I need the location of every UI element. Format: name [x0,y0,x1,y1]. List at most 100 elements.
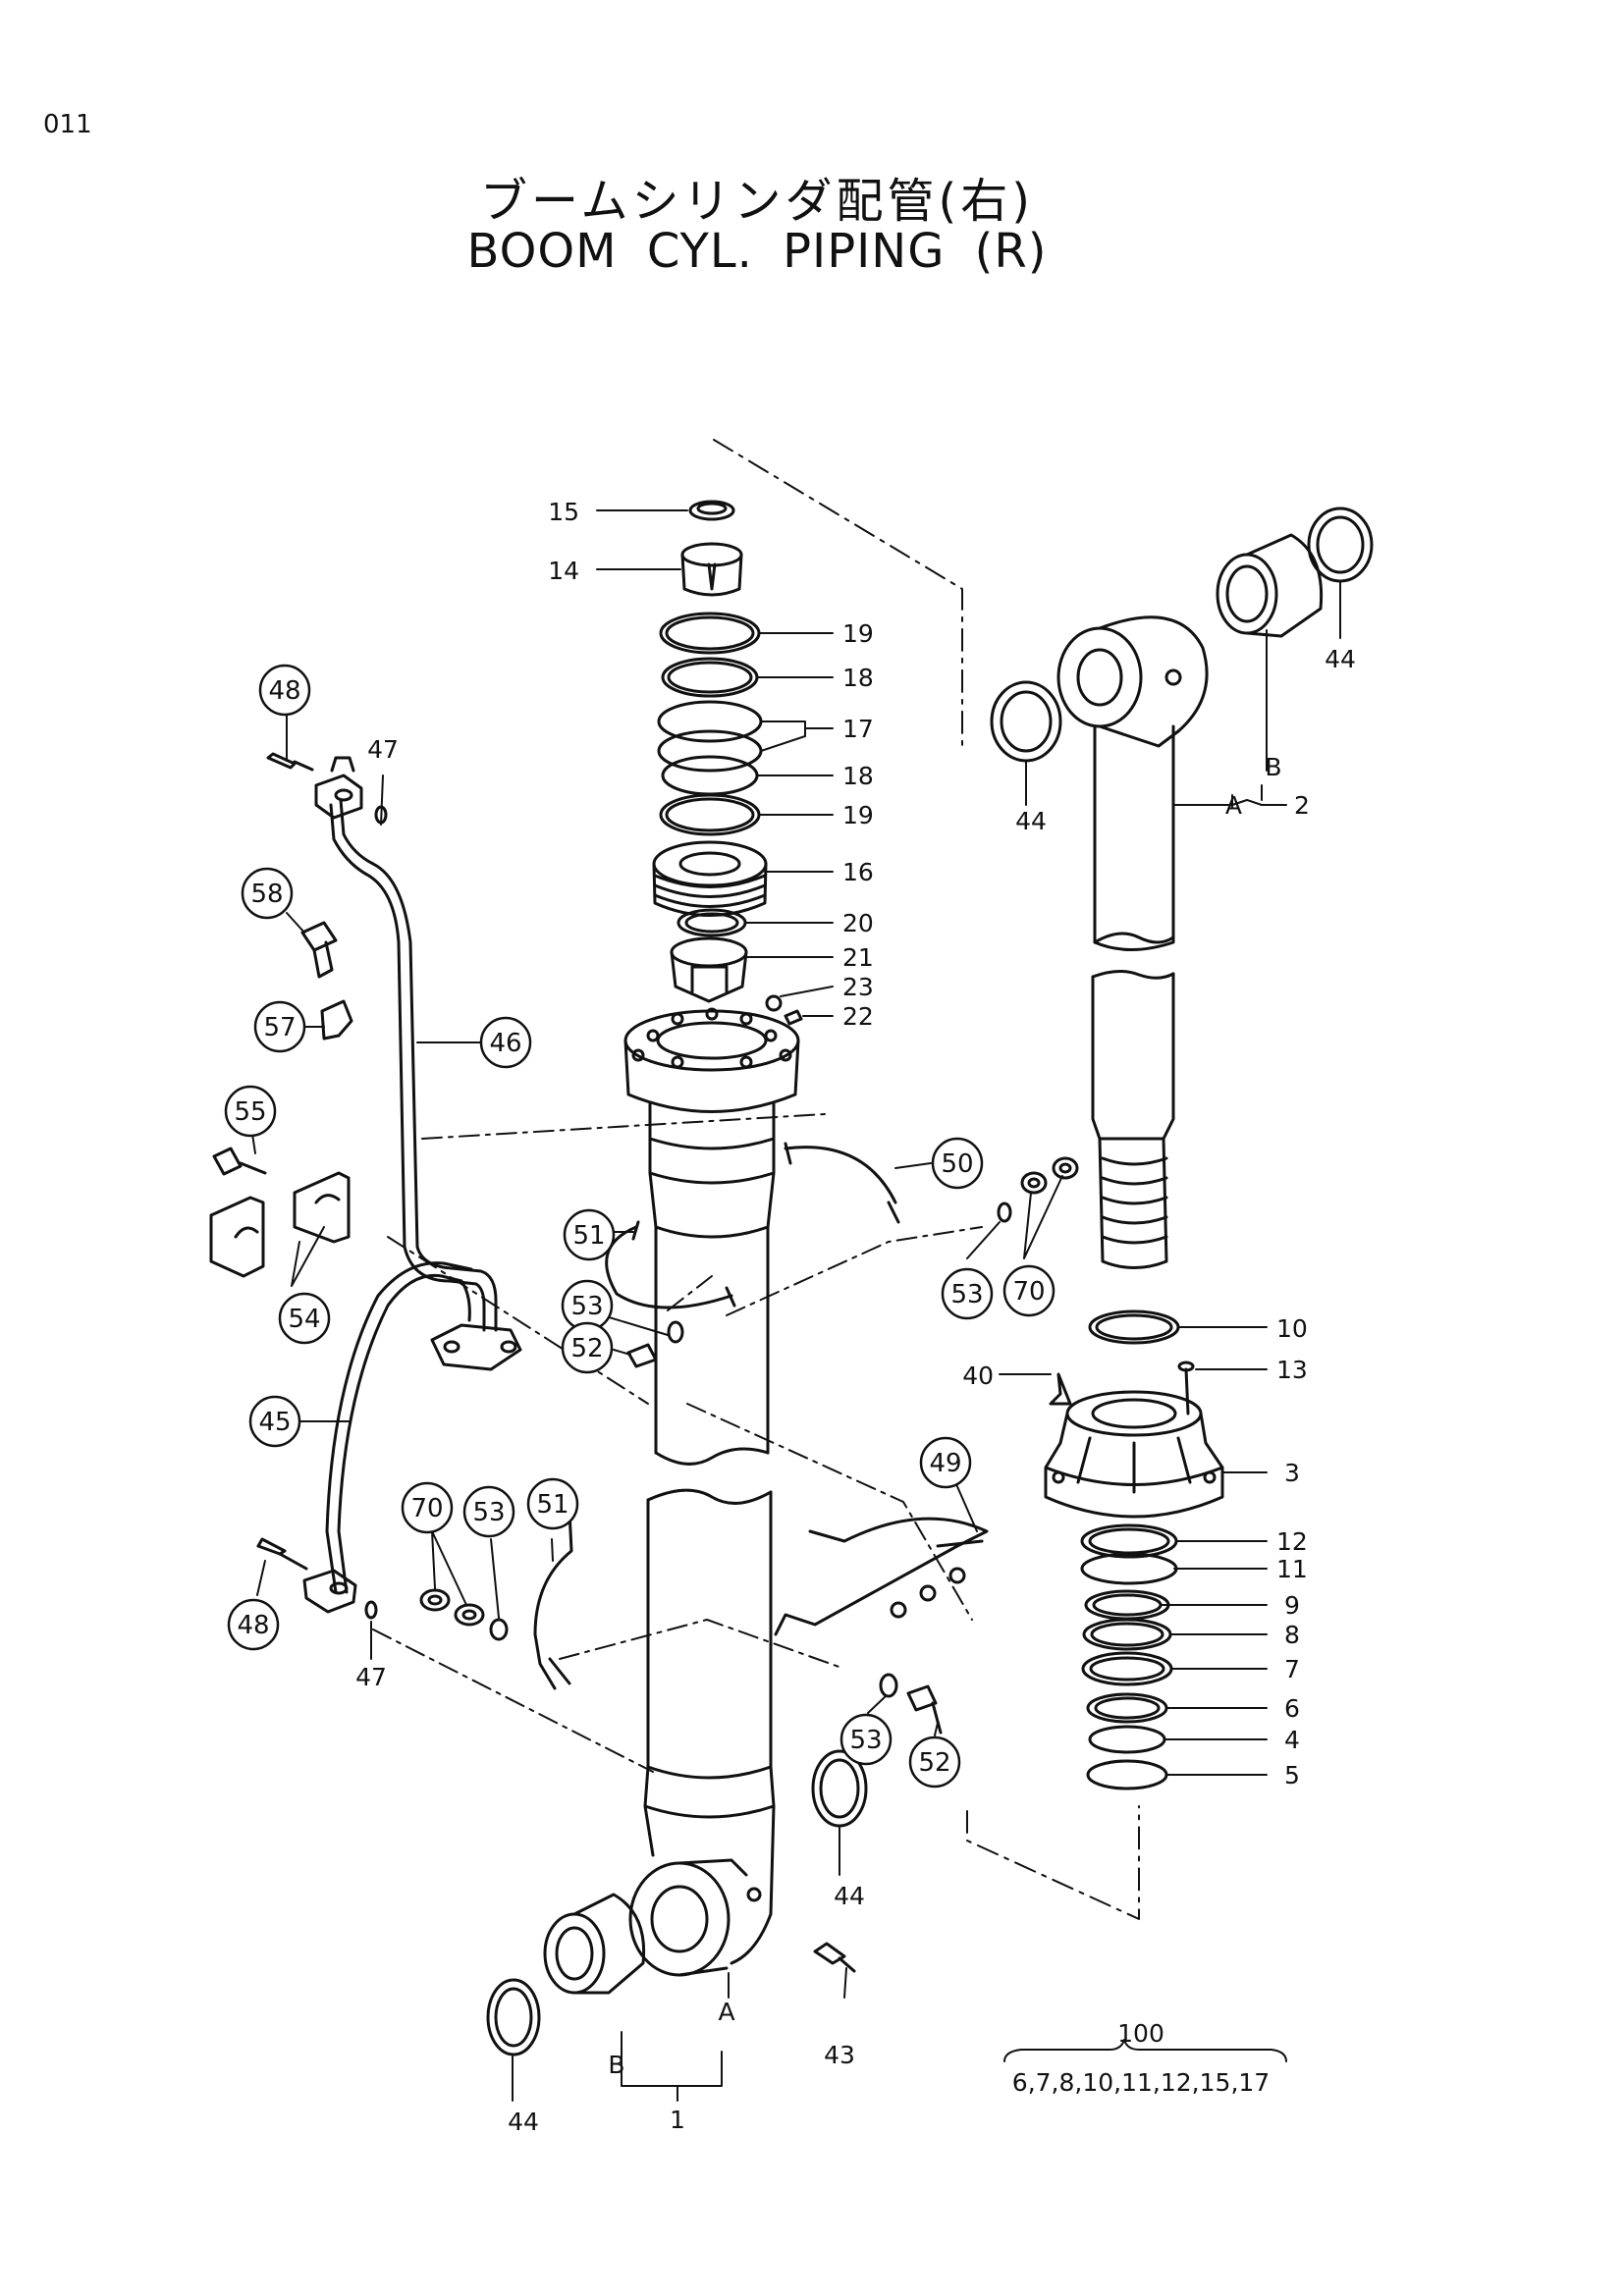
clamp-54 [209,1171,351,1278]
pipe-46 [329,798,498,1332]
label-10: 10 [1276,1314,1308,1343]
cylinder-head-part-3 [1044,1309,1224,1519]
callout-51-lower: 51 [526,1477,579,1530]
plain-labels: 15 14 19 18 17 18 19 16 20 21 23 22 44 4… [355,498,1356,2136]
label-8: 8 [1284,1621,1300,1649]
callout-53-mid: 53 [561,1279,614,1332]
label-14: 14 [548,557,579,585]
band-clamp-51-upper [605,1220,736,1309]
nuts-washers-right [997,1156,1079,1223]
bracket-49 [774,1517,989,1636]
label-B: B [608,2051,624,2079]
bolt-washer-52-53-lower [879,1673,943,1735]
svg-text:46: 46 [489,1029,521,1058]
title-japanese: ブームシリンダ配管(右) [479,174,1034,229]
head-seal-stack [1080,1523,1178,1790]
label-9: 9 [1284,1591,1300,1620]
label-2: 2 [1294,791,1310,820]
callout-53-lower: 53 [839,1713,893,1766]
nuts-washers-lower-left [419,1588,509,1641]
label-20: 20 [842,909,874,937]
label-23: 23 [842,973,874,1001]
label-47: 47 [355,1663,387,1691]
callout-50: 50 [931,1137,984,1190]
pipe-flange-bottom [256,1537,357,1614]
pipe-flange-mid [430,1323,522,1371]
label-44: 44 [834,1882,865,1910]
gland-parts-stack [652,500,803,1026]
label-12: 12 [1276,1527,1308,1556]
label-13: 13 [1276,1356,1308,1384]
label-B: B [1265,753,1281,781]
label-22: 22 [842,1002,874,1031]
title-english: BOOM CYL. PIPING (R) [466,224,1048,279]
svg-text:53: 53 [849,1726,882,1755]
callout-57: 57 [253,1000,306,1053]
plug-57 [320,999,353,1041]
label-18: 18 [842,664,874,692]
label-5: 5 [1284,1761,1300,1789]
label-1: 1 [670,2106,685,2134]
svg-text:70: 70 [410,1494,443,1523]
label-40: 40 [962,1362,994,1390]
seal-44-lower-right [811,1749,868,1828]
label-19: 19 [842,619,874,648]
label-44: 44 [1325,645,1356,673]
band-clamp-50 [784,1142,900,1224]
svg-text:51: 51 [536,1490,568,1520]
callout-46: 46 [479,1016,532,1069]
label-3: 3 [1284,1459,1300,1487]
page-number: 011 [43,110,92,139]
callout-52-lower: 52 [908,1735,961,1789]
label-7: 7 [1284,1655,1300,1683]
fitting-58 [300,921,338,979]
label-15: 15 [548,498,579,526]
svg-text:52: 52 [570,1334,603,1363]
label-A: A [1225,791,1242,820]
circled-labels: 48 58 57 46 55 54 51 53 52 45 50 53 70 4… [224,664,1056,1789]
assembly-members: 6,7,8,10,11,12,15,17 [1012,2068,1270,2097]
svg-text:52: 52 [918,1748,950,1778]
oring-47-bottom [364,1600,378,1620]
label-6: 6 [1284,1694,1300,1723]
svg-text:50: 50 [941,1149,973,1179]
svg-text:58: 58 [250,880,283,909]
callout-45: 45 [248,1395,301,1448]
callout-52-mid: 52 [561,1321,614,1374]
grease-fitting-43 [813,1942,856,1973]
svg-text:48: 48 [268,676,300,706]
svg-text:54: 54 [288,1305,320,1334]
svg-text:48: 48 [237,1611,269,1640]
svg-text:49: 49 [929,1449,961,1478]
label-44: 44 [508,2108,539,2136]
assembly-number-100: 100 [1117,2019,1164,2048]
band-clamp-51-lower [533,1510,573,1690]
svg-text:51: 51 [572,1221,605,1251]
label-4: 4 [1284,1726,1300,1754]
pipe-45 [325,1261,473,1594]
leader-lines [251,509,1341,2102]
callout-48-bottom: 48 [227,1598,280,1651]
callout-51-upper: 51 [563,1208,616,1261]
svg-text:45: 45 [258,1408,291,1437]
label-18: 18 [842,762,874,790]
piston-rod-part-2 [1056,615,1209,1269]
label-21: 21 [842,943,874,972]
callout-53-lower-left: 53 [462,1485,515,1538]
label-A: A [718,1998,734,2026]
callout-70-lower: 70 [401,1481,454,1534]
callout-48-top: 48 [258,664,311,717]
bolt-washer-52-53-mid [626,1320,684,1368]
callout-53-right: 53 [941,1267,994,1320]
label-43: 43 [824,2041,855,2069]
label-16: 16 [842,858,874,886]
svg-text:57: 57 [263,1013,296,1042]
callout-49: 49 [919,1436,972,1489]
pipe-flange-top [266,752,363,820]
callout-55: 55 [224,1085,277,1138]
seal-44-top-right [1307,507,1374,583]
svg-text:53: 53 [570,1292,603,1321]
label-44: 44 [1015,807,1047,835]
cylinder-tube-part-1 [623,1007,800,1977]
